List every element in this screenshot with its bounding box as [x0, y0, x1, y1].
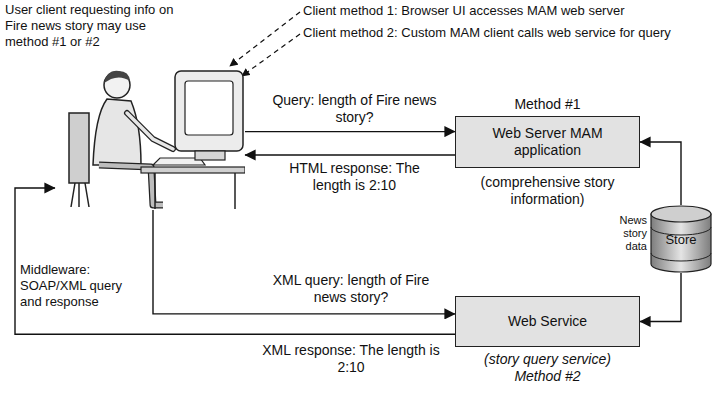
- leader-line: [242, 34, 300, 76]
- connector-arrow: [245, 154, 455, 155]
- node: Method #1 Web Server MAM application (comp…: [440, 96, 655, 208]
- method-label: Method #1: [440, 96, 655, 113]
- node-caption: User client requesting info on Fire news…: [5, 2, 180, 50]
- node: Store: [650, 205, 712, 273]
- box-title: Web Service: [462, 313, 633, 330]
- connector-arrow: [640, 273, 681, 322]
- note-label: News story data: [603, 214, 647, 253]
- box-title: Web Server MAM application: [462, 125, 633, 159]
- note-label: Middleware: SOAP/XML query and response: [20, 262, 142, 310]
- connector-arrow: [153, 210, 455, 314]
- note-label: Client method 2: Custom MAM client calls…: [303, 25, 727, 41]
- edge-label: XML response: The length is 2:10: [262, 342, 440, 376]
- node: Web Service (story query service) Method …: [440, 296, 655, 385]
- edge-label: XML query: length of Fire news story?: [262, 272, 440, 306]
- box-note: (comprehensive story information): [470, 174, 625, 208]
- leader-line: [230, 12, 300, 66]
- user-illustration: [55, 55, 245, 210]
- connector-arrow: [640, 142, 681, 205]
- connector-arrow: [245, 131, 455, 132]
- process-box: Web Service: [455, 296, 640, 347]
- box-note: (story query service) Method #2: [472, 351, 623, 385]
- connector-arrow: [15, 188, 455, 334]
- note-label: Client method 1: Browser UI accesses MAM…: [303, 3, 723, 19]
- process-box: Web Server MAM application: [455, 116, 640, 168]
- edge-label: HTML response: The length is 2:10: [272, 160, 437, 194]
- edge-label: Query: length of Fire news story?: [272, 92, 437, 126]
- node: User client requesting info on Fire news…: [5, 2, 250, 212]
- store-label: Store: [650, 232, 712, 247]
